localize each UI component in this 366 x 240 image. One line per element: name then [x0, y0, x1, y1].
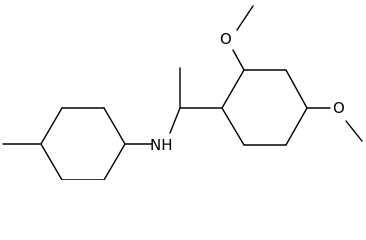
ring1-edge-d: [103, 143, 126, 180]
ring2-edge-c: [285, 69, 308, 109]
nh-label: NH: [150, 136, 173, 154]
nh-to-ch-bond: [169, 107, 181, 134]
ring2-edge-a: [221, 69, 245, 109]
ring1-edge-c: [103, 107, 126, 145]
ring1-edge-a: [40, 107, 63, 145]
ortho-oxygen-label: O: [220, 30, 232, 48]
ring1-edge-f: [40, 143, 63, 180]
chemical-structure-diagram: NH O O: [2, 5, 363, 180]
ring2-edge-d: [285, 107, 308, 146]
para-oxygen-label: O: [333, 99, 345, 117]
ortho-methyl-bond: [236, 5, 254, 31]
dimethoxyphenyl-ring: [221, 69, 308, 146]
toluidine-ring-aromatic: [40, 107, 126, 180]
ring2-edge-f: [221, 107, 245, 146]
ortho-o-bond: [232, 49, 245, 71]
para-methyl-bond: [345, 120, 363, 142]
